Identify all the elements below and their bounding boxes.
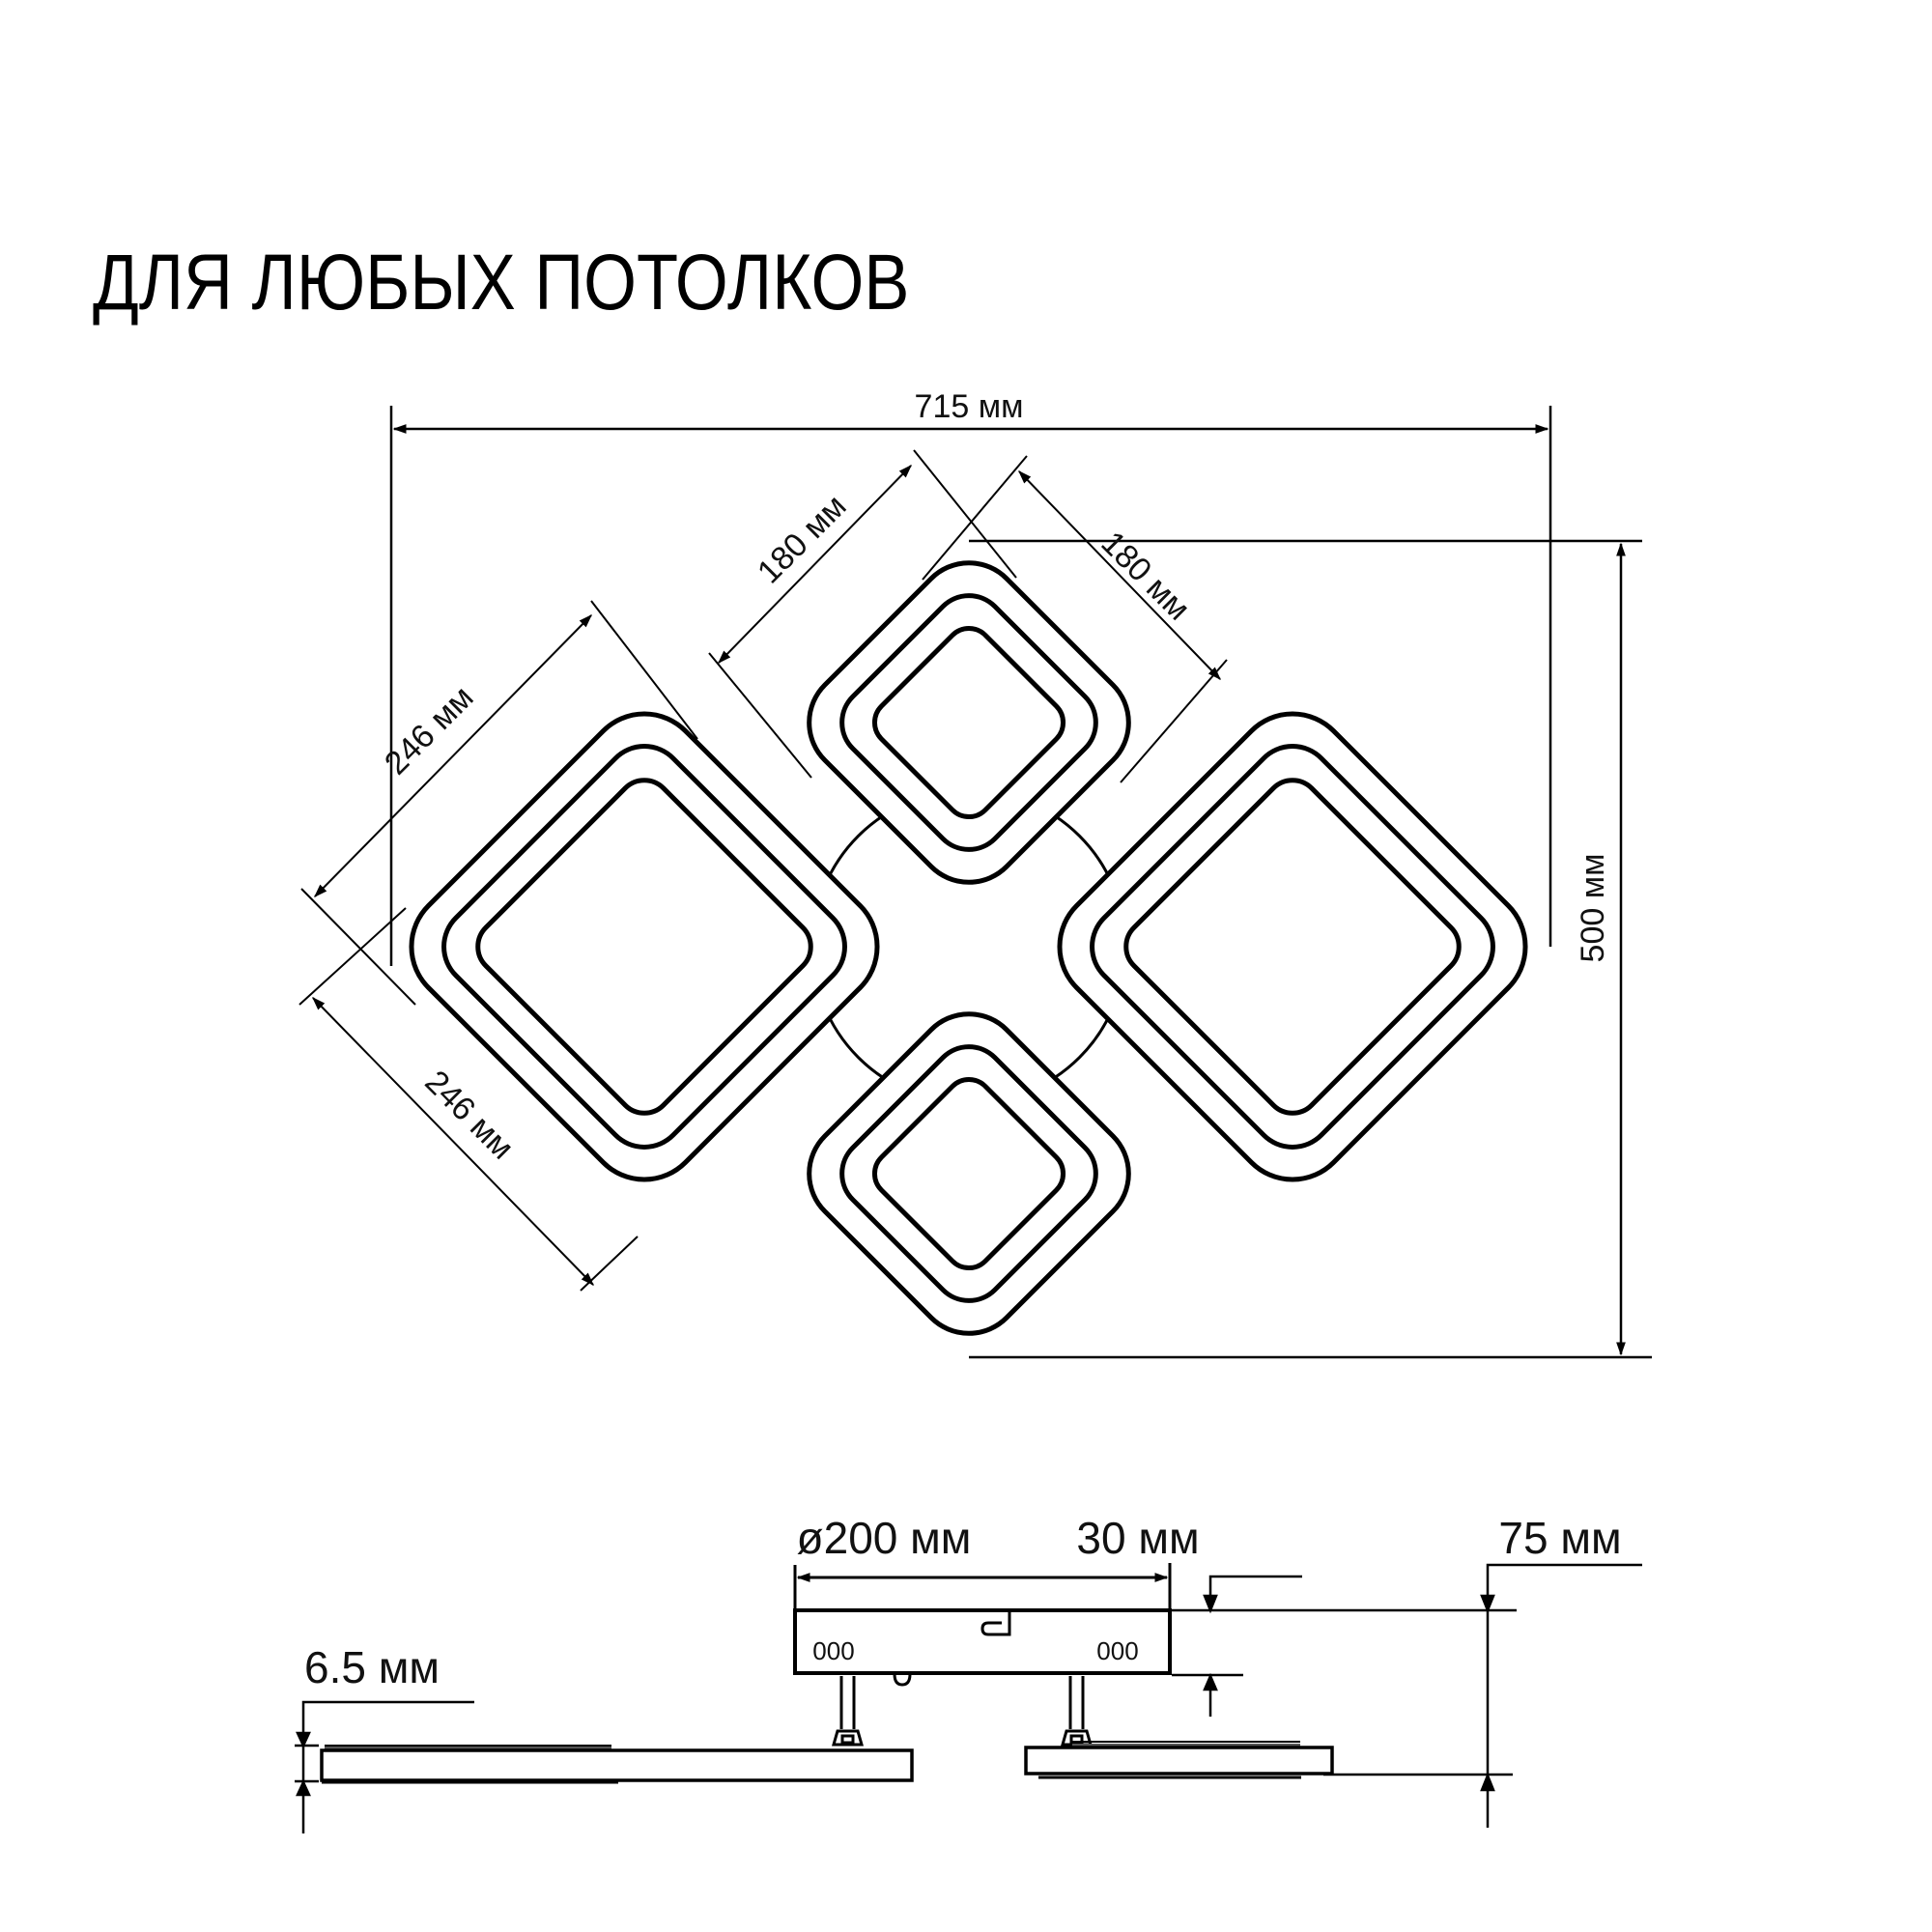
dimension-large-side-b xyxy=(298,907,639,1292)
panel-right xyxy=(1024,1741,1334,1779)
panel-left xyxy=(320,1745,914,1784)
dimension-small-side-b xyxy=(922,455,1228,783)
side-view xyxy=(320,1608,1334,1784)
dim-label-715: 715 мм xyxy=(915,388,1024,425)
dim-label-246-b: 246 мм xyxy=(417,1064,521,1167)
dimension-small-side-a xyxy=(708,449,1017,779)
dim-label-500: 500 мм xyxy=(1575,854,1611,963)
support-leg-left xyxy=(832,1676,864,1747)
top-view xyxy=(409,560,1528,1336)
dimension-base-diameter xyxy=(793,1563,1172,1611)
vent-mark-right: 000 xyxy=(1096,1636,1138,1665)
dim-label-75: 75 мм xyxy=(1498,1513,1621,1563)
right-large-square xyxy=(1057,711,1528,1182)
dimension-panel-thickness xyxy=(295,1700,474,1833)
dim-label-246-a: 246 мм xyxy=(378,679,481,782)
vent-mark-left: 000 xyxy=(812,1636,854,1665)
dimension-large-side-a xyxy=(300,600,698,1006)
bottom-small-square xyxy=(807,1011,1131,1336)
dim-label-6-5: 6.5 мм xyxy=(304,1642,440,1692)
dimension-total-height xyxy=(1323,1563,1642,1828)
page-title: ДЛЯ ЛЮБЫХ ПОТОЛКОВ xyxy=(93,239,910,327)
support-leg-right xyxy=(1061,1676,1093,1747)
dimension-base-height xyxy=(1172,1575,1517,1717)
dim-label-30: 30 мм xyxy=(1076,1513,1199,1563)
ceiling-base xyxy=(793,1608,1172,1675)
dim-label-diameter: ø200 мм xyxy=(797,1513,972,1563)
